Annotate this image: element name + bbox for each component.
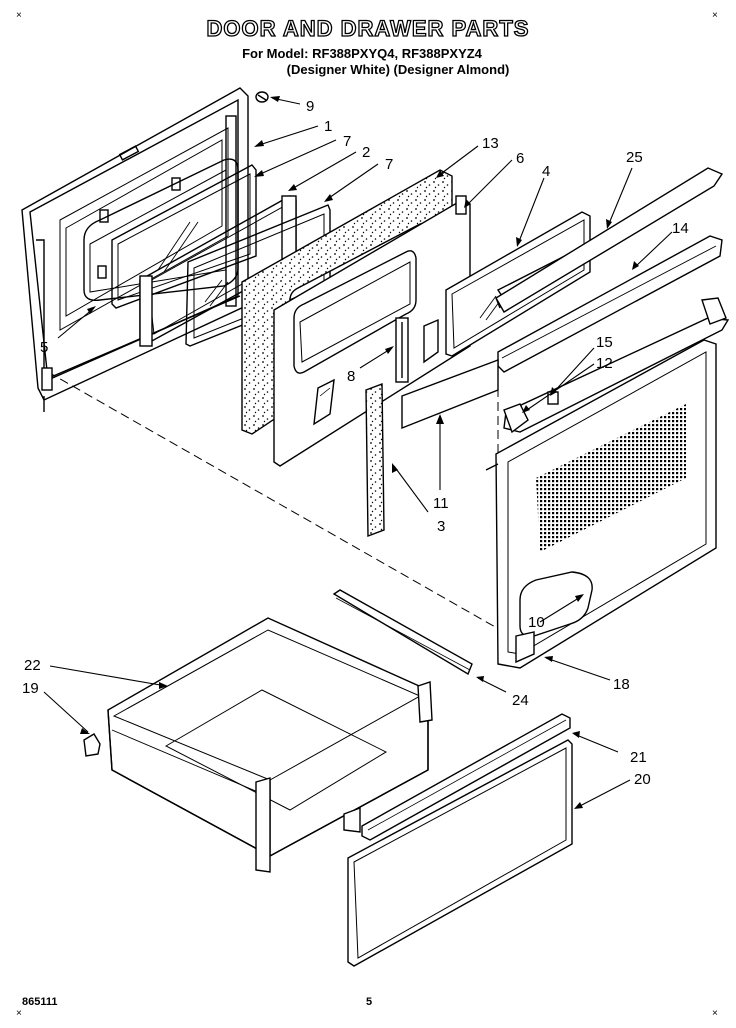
- part-inner-glass-assembly: [83, 158, 239, 301]
- callout-10: 10: [528, 614, 545, 631]
- part-hinge-channel: [395, 317, 409, 383]
- part-label-strip: [401, 358, 499, 430]
- figure-code: 865111: [22, 996, 58, 1008]
- corner-mark-bottom-left: ×: [16, 1008, 22, 1019]
- corner-mark-bottom-right: ×: [712, 1008, 718, 1019]
- part-screw: [255, 91, 269, 103]
- callout-1: 1: [324, 118, 332, 135]
- variant-line: (Designer White) (Designer Almond): [286, 62, 510, 77]
- corner-mark-top-left: ×: [16, 10, 22, 21]
- callout-12: 12: [596, 355, 613, 372]
- part-door-liner: [273, 195, 471, 467]
- callout-6: 6: [516, 150, 524, 167]
- callout-13: 13: [482, 135, 499, 152]
- callout-19: 19: [22, 680, 39, 697]
- callout-25: 25: [626, 149, 643, 166]
- part-drawer-front: [347, 739, 573, 967]
- callout-7-a: 7: [343, 133, 351, 150]
- callout-2: 2: [362, 144, 370, 161]
- leader-arrowheads: [80, 96, 639, 809]
- callout-15: 15: [596, 334, 613, 351]
- leader-lines: [43, 97, 673, 809]
- part-top-trim: [495, 167, 724, 313]
- model-line: For Model: RF388PXYQ4, RF388PXYZ4: [242, 46, 482, 61]
- part-door-frame: [21, 87, 249, 412]
- callout-14: 14: [672, 220, 689, 237]
- callout-8: 8: [347, 368, 355, 385]
- callout-4: 4: [542, 163, 550, 180]
- callout-11: 11: [433, 495, 449, 512]
- callout-9: 9: [306, 98, 314, 115]
- part-storage-drawer: [107, 617, 433, 873]
- part-drawer-trim: [361, 713, 571, 841]
- page-number: 5: [366, 996, 373, 1008]
- callout-18: 18: [613, 676, 630, 693]
- callout-5: 5: [40, 339, 48, 356]
- callout-24: 24: [512, 692, 529, 709]
- part-drawer-rail: [332, 589, 473, 676]
- corner-mark-top-right: ×: [712, 10, 718, 21]
- page-title: DOOR AND DRAWER PARTS: [206, 15, 530, 41]
- callout-3: 3: [437, 518, 445, 535]
- callout-20: 20: [634, 771, 651, 788]
- part-side-insulation: [365, 382, 385, 538]
- callout-7-b: 7: [385, 156, 393, 173]
- callout-labels: 9 1 7 2 7 13 6 4 25 14 5 15 12 8 11 3 10…: [22, 98, 689, 788]
- part-drawer-stop: [83, 733, 101, 757]
- part-door-handle: [503, 297, 730, 434]
- callout-21: 21: [630, 749, 647, 766]
- part-outer-door-panel: [485, 339, 717, 669]
- part-glass-pane-a: [111, 164, 257, 309]
- callout-22: 22: [24, 657, 41, 674]
